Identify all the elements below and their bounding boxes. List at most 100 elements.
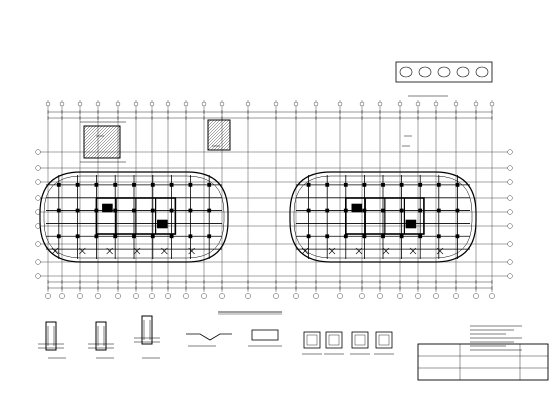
column-axis-bubble [149,293,155,299]
row-axis-bubble-right [507,241,513,247]
slab-hatch [133,247,141,255]
column-axis-bubble-top [313,101,319,107]
column [381,208,385,213]
hatch-line [216,136,231,151]
column-axis-bubble-top [165,101,171,107]
column-axis-bubble [377,293,383,299]
column-axis-bubble [489,293,495,299]
column-axis-bubble-top [183,101,189,107]
column [436,182,441,187]
column [418,182,423,187]
column-axis-bubble-top [293,101,299,107]
hatch-line [114,152,121,159]
plan-inner-outline [293,175,473,259]
column [113,208,118,213]
column [343,234,348,239]
core-opening [102,203,113,213]
column [94,182,99,187]
column [188,182,193,187]
hatch-line [83,125,112,154]
column [399,182,404,187]
column [75,208,80,213]
beam-detail-ellipse [475,66,489,78]
column-axis-bubble-top [433,101,439,107]
slab-hatch [161,247,168,255]
column [325,182,330,187]
column [306,234,311,239]
row-axis-bubble-right [507,149,513,155]
column [455,182,460,187]
row-axis-bubble-left [35,165,41,171]
column-section-inner [306,334,318,346]
hatch-line [83,125,88,130]
column-axis-bubble [183,293,189,299]
column-section-inner [354,334,366,346]
column-axis-bubble-top [473,101,479,107]
column [188,234,193,239]
column [113,182,118,187]
column-axis-bubble [433,293,439,299]
column [436,234,441,239]
column-section-inner [328,334,340,346]
row-axis-bubble-right [507,165,513,171]
column [418,208,423,213]
hatch-line [207,127,231,151]
column [455,208,460,213]
hatch-line [207,119,230,142]
core-opening [157,219,168,229]
shaft-detail-hatched [207,119,231,151]
hatch-line [84,125,118,159]
column-axis-bubble-top [133,101,139,107]
hatch-line [93,131,121,159]
column-axis-bubble-top [219,101,225,107]
column-axis-bubble [245,293,251,299]
hatch-line [99,137,121,159]
column-axis-bubble [133,293,139,299]
core-opening [405,219,417,229]
column-section-1 [303,331,321,349]
row-axis-bubble-left [35,273,41,279]
hatch-line [83,125,109,151]
column [306,182,311,187]
top-detail-blocks [80,61,493,163]
column-section-inner [378,334,390,346]
slab-hatch [409,247,417,255]
column-axis-bubble-top [489,101,495,107]
column-axis-bubble [337,293,343,299]
section-2-2 [95,321,107,351]
column [418,234,423,239]
hatch-line [207,119,218,130]
column-axis-bubble-top [149,101,155,107]
column [362,208,367,213]
column-axis-bubble [359,293,365,299]
column [343,182,348,187]
row-axis-bubble-right [507,259,513,265]
hatch-line [105,143,121,159]
row-axis-bubble-left [35,259,41,265]
floor-plan-left [39,171,229,263]
column [169,234,174,239]
column [169,208,174,213]
beam-detail-ellipse [437,66,451,78]
row-axis-bubble-left [35,179,41,185]
dimension-lines [47,110,493,290]
hatch-line [83,125,94,136]
column-axis-bubble-top [115,101,121,107]
column [362,182,367,187]
hatch-line [207,119,215,127]
column-axis-bubble [95,293,101,299]
hatch-line [90,128,121,159]
column-axis-bubble-top [337,101,343,107]
column [207,208,212,213]
hatch-line [83,125,103,145]
row-axis-bubble-right [507,223,513,229]
slab-hatch [51,247,59,255]
column-axis-bubble [219,293,225,299]
hatch-line [210,130,231,151]
column-axis-bubble [201,293,207,299]
row-axis-bubble-right [507,273,513,279]
column [399,208,404,213]
column [325,208,330,213]
column-axis-bubble [293,293,299,299]
